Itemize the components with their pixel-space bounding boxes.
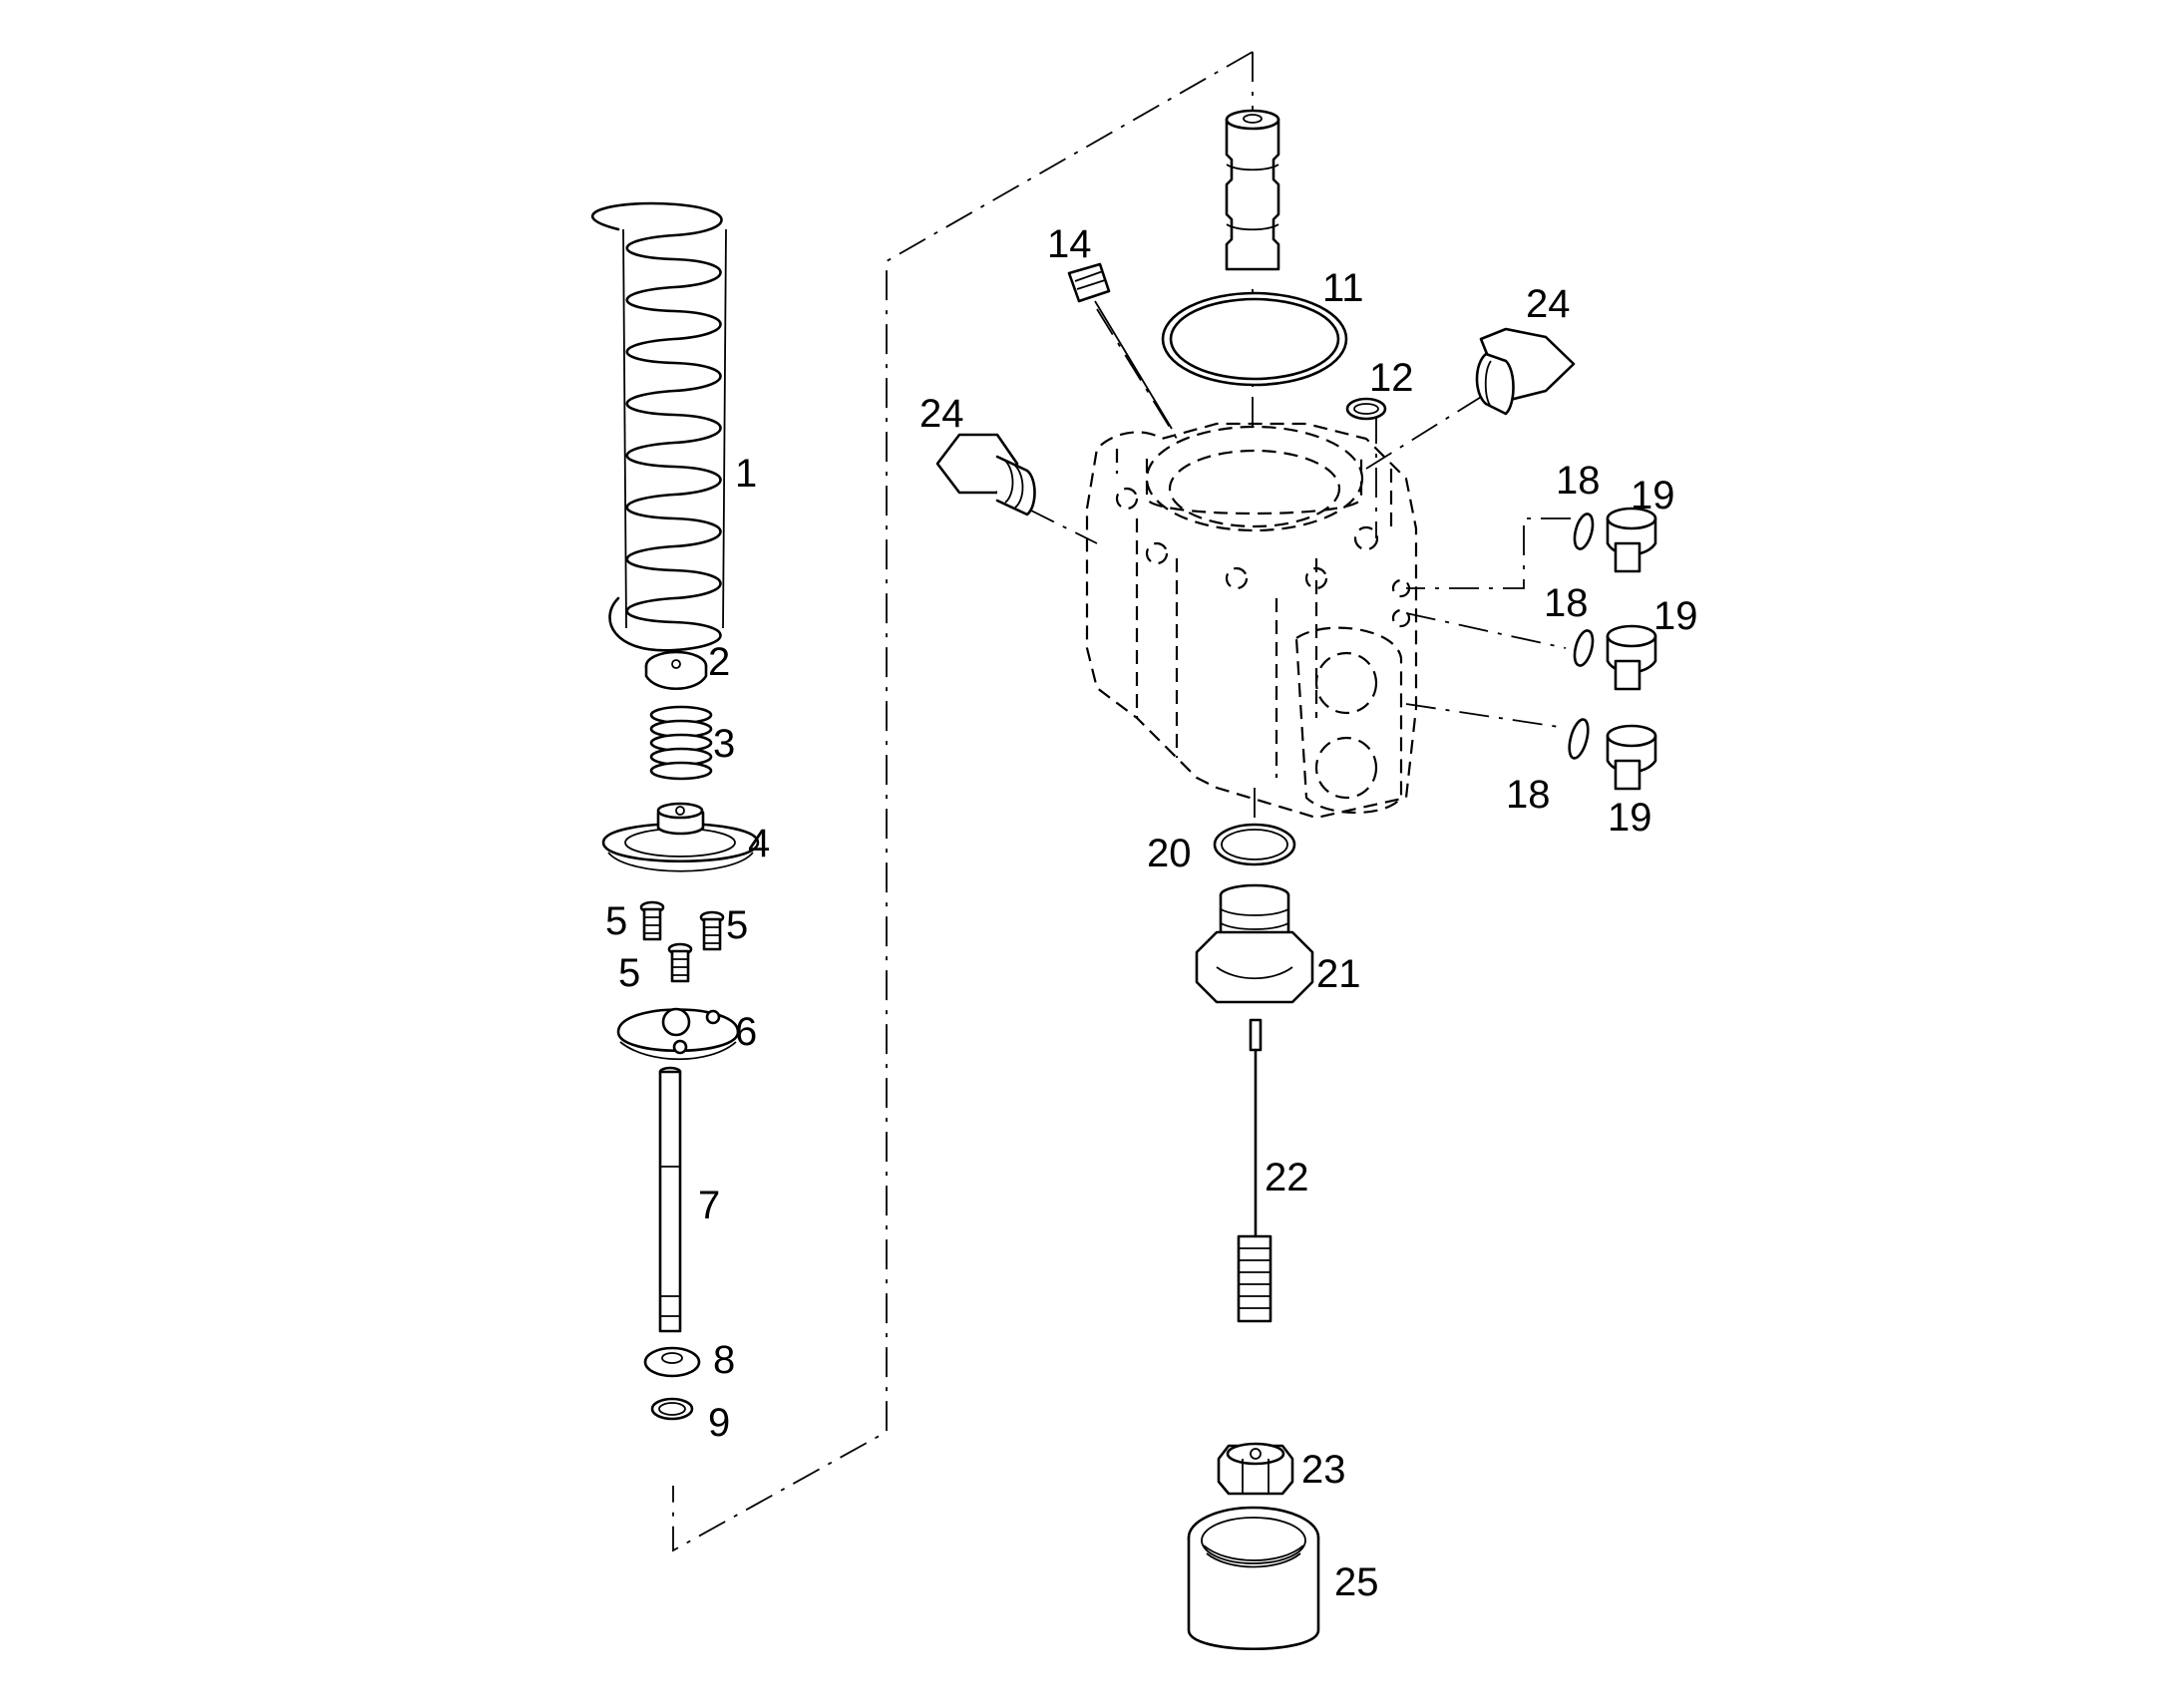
large-o-ring bbox=[1161, 291, 1348, 387]
callout-labels: 1 2 3 4 5 5 5 6 7 8 9 14 11 12 24 24 18 … bbox=[605, 222, 1698, 1604]
hex-plug-right bbox=[1475, 327, 1576, 416]
plug-19c bbox=[1606, 724, 1657, 791]
push-rod bbox=[658, 1066, 682, 1333]
seal-ring-18b bbox=[1573, 629, 1595, 667]
screw-5c bbox=[667, 942, 693, 983]
screw-5b bbox=[699, 910, 725, 951]
plug-19a bbox=[1606, 507, 1657, 573]
callout-5a: 5 bbox=[605, 899, 627, 943]
callout-9: 9 bbox=[708, 1401, 730, 1445]
callout-18c: 18 bbox=[1506, 773, 1551, 817]
callout-4: 4 bbox=[748, 822, 770, 865]
callout-1: 1 bbox=[735, 452, 757, 496]
callout-5b: 5 bbox=[726, 903, 748, 947]
callout-2: 2 bbox=[708, 640, 730, 684]
small-o-ring bbox=[650, 1397, 694, 1421]
valve-seat bbox=[1195, 883, 1314, 1004]
seal-ring-18c bbox=[1568, 718, 1590, 760]
callout-7: 7 bbox=[698, 1184, 720, 1227]
callout-11: 11 bbox=[1322, 266, 1364, 310]
plug-19b bbox=[1606, 624, 1657, 691]
callout-24a: 24 bbox=[1526, 282, 1571, 326]
hex-nut bbox=[1217, 1442, 1294, 1496]
callout-18a: 18 bbox=[1556, 459, 1601, 503]
hex-plug-left bbox=[935, 433, 1036, 516]
threaded-sleeve bbox=[1187, 1506, 1320, 1651]
callout-20: 20 bbox=[1147, 832, 1192, 875]
callout-25: 25 bbox=[1334, 1560, 1379, 1604]
valve-spool bbox=[1225, 109, 1280, 271]
leader-14 bbox=[1094, 300, 1173, 430]
small-spring bbox=[649, 705, 713, 781]
callout-24b: 24 bbox=[919, 392, 964, 436]
spring-cap bbox=[644, 650, 708, 690]
washer bbox=[643, 1346, 701, 1378]
diaphragm-plate bbox=[601, 802, 760, 872]
main-spring bbox=[590, 201, 727, 652]
callout-5c: 5 bbox=[618, 951, 640, 995]
small-ring bbox=[1345, 397, 1387, 421]
screw-5a bbox=[639, 900, 665, 941]
valve-body bbox=[1085, 422, 1418, 820]
seal-ring-18a bbox=[1573, 512, 1595, 550]
callout-3: 3 bbox=[713, 722, 735, 766]
callout-19a: 19 bbox=[1631, 474, 1675, 517]
callout-19b: 19 bbox=[1653, 594, 1698, 638]
set-screw bbox=[1067, 262, 1111, 303]
callout-18b: 18 bbox=[1544, 581, 1589, 625]
callout-19c: 19 bbox=[1608, 796, 1652, 840]
callout-21: 21 bbox=[1316, 952, 1361, 996]
callout-22: 22 bbox=[1265, 1156, 1309, 1199]
callout-12: 12 bbox=[1369, 356, 1414, 400]
callout-23: 23 bbox=[1301, 1448, 1346, 1492]
callout-8: 8 bbox=[713, 1338, 735, 1382]
callout-6: 6 bbox=[735, 1010, 757, 1054]
assembly-leader-lines bbox=[672, 51, 1571, 1552]
flange-plate bbox=[616, 1007, 740, 1061]
needle-pin bbox=[1237, 1018, 1272, 1323]
callout-14: 14 bbox=[1047, 222, 1092, 266]
lower-o-ring bbox=[1213, 823, 1296, 866]
